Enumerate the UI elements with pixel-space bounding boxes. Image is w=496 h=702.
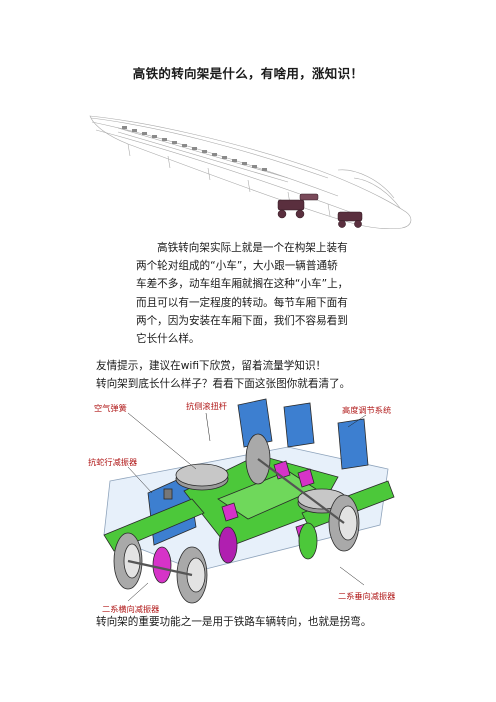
intro-paragraph: 高铁转向架实际上就是一个在构架上装有 两个轮对组成的“小车”，大小跟一辆普通轿 …: [136, 239, 376, 348]
train-bogie-wireframe-icon: [89, 115, 412, 230]
intro-line: 而且可以有一定程度的转动。每节车厢下面有: [136, 296, 348, 309]
intro-line: 高铁转向架实际上就是一个在构架上装有: [157, 242, 348, 254]
label-lateral-damper: 二系横向减振器: [102, 604, 159, 614]
intro-line: 它长什么样。: [136, 333, 200, 346]
label-air-spring: 空气弹簧: [94, 403, 127, 413]
label-anti-yaw-damper: 抗蛇行减振器: [88, 457, 137, 467]
label-height-adjust: 高度调节系统: [342, 405, 391, 415]
closing-text: 转向架的重要功能之一是用于铁路车辆转向，也就是拐弯。: [96, 616, 372, 628]
intro-line: 车差不多，动车组车厢就搁在这种“小车”上，: [136, 278, 349, 291]
article-title: 高铁的转向架是什么，有啥用，涨知识！: [132, 66, 364, 81]
label-vertical-damper: 二系垂向减振器: [338, 591, 395, 601]
label-anti-roll-bar: 抗侧滚扭杆: [186, 401, 227, 411]
intro-line: 两个轮对组成的“小车”，大小跟一辆普通轿: [136, 260, 338, 273]
tip-text: 友情提示，建议在wifi下欣赏，留着流量学知识！: [96, 360, 327, 372]
bogie-cutaway-icon: 空气弹簧 抗侧滚扭杆 高度调节系统 抗蛇行减振器 二系横向减振器 二系垂向减振器: [88, 398, 395, 614]
intro-line: 两个，因为安装在车厢下面，我们不容易看到: [136, 314, 348, 327]
question-text: 转向架到底长什么样子？看看下面这张图你就看清了。: [96, 378, 351, 390]
